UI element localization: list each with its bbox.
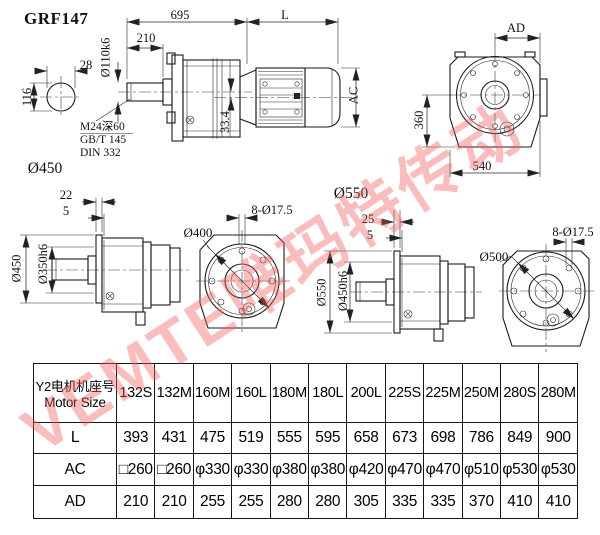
column-header-132M: 132M [154, 363, 194, 423]
column-header-180L: 180L [308, 363, 348, 423]
cell-L-160L: 519 [231, 422, 271, 454]
dim-gear-unit-length: 695 [170, 8, 190, 22]
column-header-160L: 160L [231, 363, 271, 423]
column-header-280S: 280S [500, 363, 540, 423]
cell-AC-225M: φ470 [423, 453, 463, 486]
column-header-180M: 180M [269, 363, 310, 423]
cell-AC-180L: φ380 [308, 453, 348, 486]
cell-L-132M: 431 [154, 422, 194, 454]
cell-L-160M: 475 [192, 422, 233, 454]
cell-L-132S: 393 [115, 422, 156, 454]
cell-AD-132S: 210 [115, 485, 156, 519]
cell-L-200L: 658 [346, 422, 386, 454]
row-label-AD: AD [33, 485, 117, 519]
dim-width-540: 540 [472, 159, 492, 173]
dim-flange550-dia: Ø550 [314, 278, 329, 307]
motor-size-header-en: Motor Size [44, 395, 106, 410]
label-bolt-circle-500: Ø500 [479, 249, 509, 264]
thread-note: M24深60 [80, 121, 125, 133]
column-header-160M: 160M [192, 363, 233, 423]
dim-flange550-thickness: 25 [361, 212, 375, 226]
label-bolt-holes-450: 8-Ø17.5 [251, 203, 293, 217]
cell-L-250M: 786 [461, 422, 502, 454]
row-label-AC: AC [33, 453, 117, 486]
dim-shaft-height: 116 [19, 87, 34, 107]
figure-rear-view [422, 33, 548, 177]
cell-AC-250M: φ510 [461, 453, 502, 486]
standard-gbt: GB/T 145 [80, 134, 127, 146]
dim-shaft-dia: Ø110k6 [98, 37, 113, 78]
cell-AC-200L: φ420 [346, 453, 386, 486]
dim-key-width: 28 [79, 58, 93, 72]
figure-flange550-side [324, 210, 482, 342]
dim-flange450-thickness: 22 [59, 188, 73, 202]
label-bolt-circle-400: Ø400 [183, 225, 213, 240]
cell-L-225M: 698 [423, 422, 463, 454]
cell-L-180M: 555 [269, 422, 310, 454]
cell-AD-200L: 305 [346, 485, 386, 519]
motor-size-header-cn: Y2电机机座号 [35, 379, 115, 394]
cell-AD-160M: 255 [192, 485, 233, 519]
section-label-flange450: Ø450 [27, 160, 63, 177]
cell-AD-180M: 280 [269, 485, 310, 519]
dim-center-height: 360 [411, 110, 426, 130]
figure-shaft-section [30, 66, 133, 134]
column-header-200L: 200L [346, 363, 386, 423]
figure-flange550-front [499, 238, 594, 352]
cell-AC-160L: φ330 [231, 453, 271, 486]
column-header-250M: 250M [461, 363, 502, 423]
cell-L-280M: 900 [538, 422, 578, 454]
cell-L-280S: 849 [500, 422, 540, 454]
cell-AC-160M: φ330 [192, 453, 233, 486]
dim-flange450-dia: Ø450 [9, 254, 24, 283]
cell-AD-225M: 335 [423, 485, 463, 519]
cell-L-180L: 595 [308, 422, 348, 454]
dim-ad: AD [506, 21, 526, 35]
cell-AC-280S: φ530 [500, 453, 540, 486]
cell-AD-180L: 280 [308, 485, 348, 519]
cell-AC-280M: φ530 [538, 453, 578, 486]
cell-AC-180M: φ380 [269, 453, 310, 486]
dim-flange550-recess: 5 [366, 228, 374, 242]
column-header-280M: 280M [538, 363, 578, 423]
column-header-225M: 225M [423, 363, 463, 423]
figure-flange450-side [20, 198, 192, 326]
cell-AD-250M: 370 [461, 485, 502, 519]
cell-AD-280M: 410 [538, 485, 578, 519]
dim-flange450-spigot: Ø350h6 [35, 243, 50, 285]
cell-AC-132M: □260 [154, 453, 194, 486]
cell-AD-132M: 210 [154, 485, 194, 519]
dim-ac: AC [346, 86, 361, 105]
cell-L-225S: 673 [384, 422, 425, 454]
dim-motor-length: L [281, 8, 289, 22]
figure-side-view [114, 18, 360, 142]
figure-flange450-front [196, 214, 290, 334]
cell-AD-225S: 335 [384, 485, 425, 519]
dim-flange550-spigot: Ø450h6 [335, 270, 350, 312]
dim-center-offset: 33.4 [217, 111, 232, 133]
cell-AD-160L: 255 [231, 485, 271, 519]
cell-AD-280S: 410 [500, 485, 540, 519]
cell-AC-132S: □260 [115, 453, 156, 486]
cell-AC-225S: φ470 [384, 453, 425, 486]
column-header-225S: 225S [384, 363, 425, 423]
standard-din: DIN 332 [80, 147, 121, 159]
dim-shaft-length: 210 [136, 31, 156, 45]
row-label-L: L [33, 422, 117, 454]
column-header-132S: 132S [115, 363, 156, 423]
page-title: GRF147 [24, 9, 89, 28]
section-label-flange550: Ø550 [333, 185, 369, 202]
label-bolt-holes-550: 8-Ø17.5 [552, 225, 594, 239]
dim-flange450-recess: 5 [62, 204, 70, 218]
